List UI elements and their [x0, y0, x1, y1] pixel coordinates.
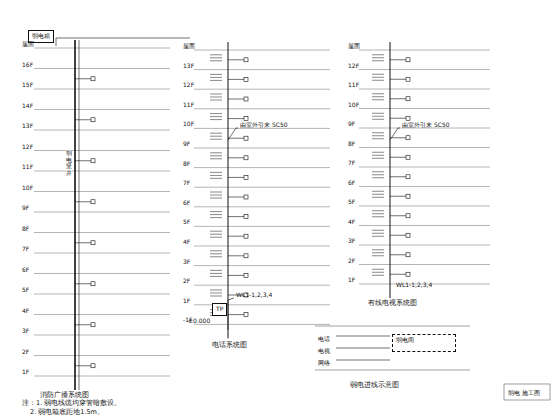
floor-label: 1F: [183, 298, 190, 305]
floor-label: 9F: [348, 121, 355, 128]
floor-label: 2F: [348, 258, 355, 265]
floor-label: 10F: [183, 121, 194, 128]
note-text: 弱电竖井: [66, 150, 72, 176]
distribution-box: TP: [212, 303, 227, 316]
note-text: 网络: [318, 360, 330, 367]
floor-label: 8F: [348, 141, 355, 148]
floor-label: 7F: [348, 160, 355, 167]
floor-label: 10F: [22, 185, 33, 192]
floor-label: 11F: [22, 164, 33, 171]
riser-lines: [34, 38, 550, 400]
note-text: 电视: [318, 348, 330, 355]
floor-label: 4F: [183, 239, 190, 246]
note-text: 电话: [318, 336, 330, 343]
floor-label: 8F: [22, 226, 29, 233]
box-label: 弱电间: [396, 337, 452, 344]
floor-label: 10F: [348, 102, 359, 109]
floor-label: 8F: [183, 161, 190, 168]
floor-label: 2F: [183, 278, 190, 285]
floor-label: 3F: [183, 259, 190, 266]
note-text: 2. 弱电箱底距地1.5m。: [30, 409, 104, 416]
floor-label: 7F: [183, 180, 190, 187]
distribution-box: 弱电间: [392, 334, 456, 352]
floor-label: 5F: [22, 287, 29, 294]
floor-label: 12F: [22, 144, 33, 151]
note-text: 弱电 施工图: [508, 390, 540, 397]
floor-label: 4F: [348, 219, 355, 226]
floor-label: 屋面: [348, 43, 360, 50]
floor-label: 9F: [22, 205, 29, 212]
note-text: WL1-1,2,3,4: [236, 292, 272, 299]
floor-label: 屋面: [183, 43, 195, 50]
floor-label: 3F: [348, 238, 355, 245]
note-text: 注：1. 弱电线缆均穿管暗敷设。: [22, 400, 121, 407]
floor-label: 5F: [183, 219, 190, 226]
floor-label: 1F: [348, 277, 355, 284]
note-text: 有线电视系统图: [368, 300, 417, 307]
floor-label: 11F: [348, 82, 359, 89]
floor-label: 6F: [348, 180, 355, 187]
note-text: ±0.000: [188, 318, 210, 325]
note-text: 由室外引来 SC50: [402, 122, 450, 129]
floor-label: 6F: [22, 267, 29, 274]
floor-label: 屋面: [22, 41, 34, 48]
note-text: 由室外引来 SC50: [240, 122, 288, 129]
floor-label: 15F: [22, 82, 33, 89]
floor-label: 7F: [22, 246, 29, 253]
floor-label: 6F: [183, 200, 190, 207]
floor-label: 9F: [183, 141, 190, 148]
box-label: 弱电箱: [32, 33, 50, 40]
floor-label: 4F: [22, 308, 29, 315]
floor-label: 12F: [348, 63, 359, 70]
box-label: TP: [216, 306, 223, 313]
floor-label: 11F: [183, 102, 194, 109]
floor-label: 5F: [348, 199, 355, 206]
floor-label: 13F: [22, 123, 33, 130]
floor-label: 16F: [22, 62, 33, 69]
floor-label: 14F: [22, 103, 33, 110]
floor-label: 3F: [22, 328, 29, 335]
floor-label: 13F: [183, 63, 194, 70]
note-text: 弱电进线示意图: [350, 382, 399, 389]
floor-label: 2F: [22, 349, 29, 356]
note-text: 电话系统图: [212, 342, 247, 349]
floor-label: 12F: [183, 82, 194, 89]
note-text: WL1-1,2,3,4: [396, 282, 432, 289]
note-text: 消防广播系统图: [40, 392, 89, 399]
floor-label: 1F: [22, 369, 29, 376]
